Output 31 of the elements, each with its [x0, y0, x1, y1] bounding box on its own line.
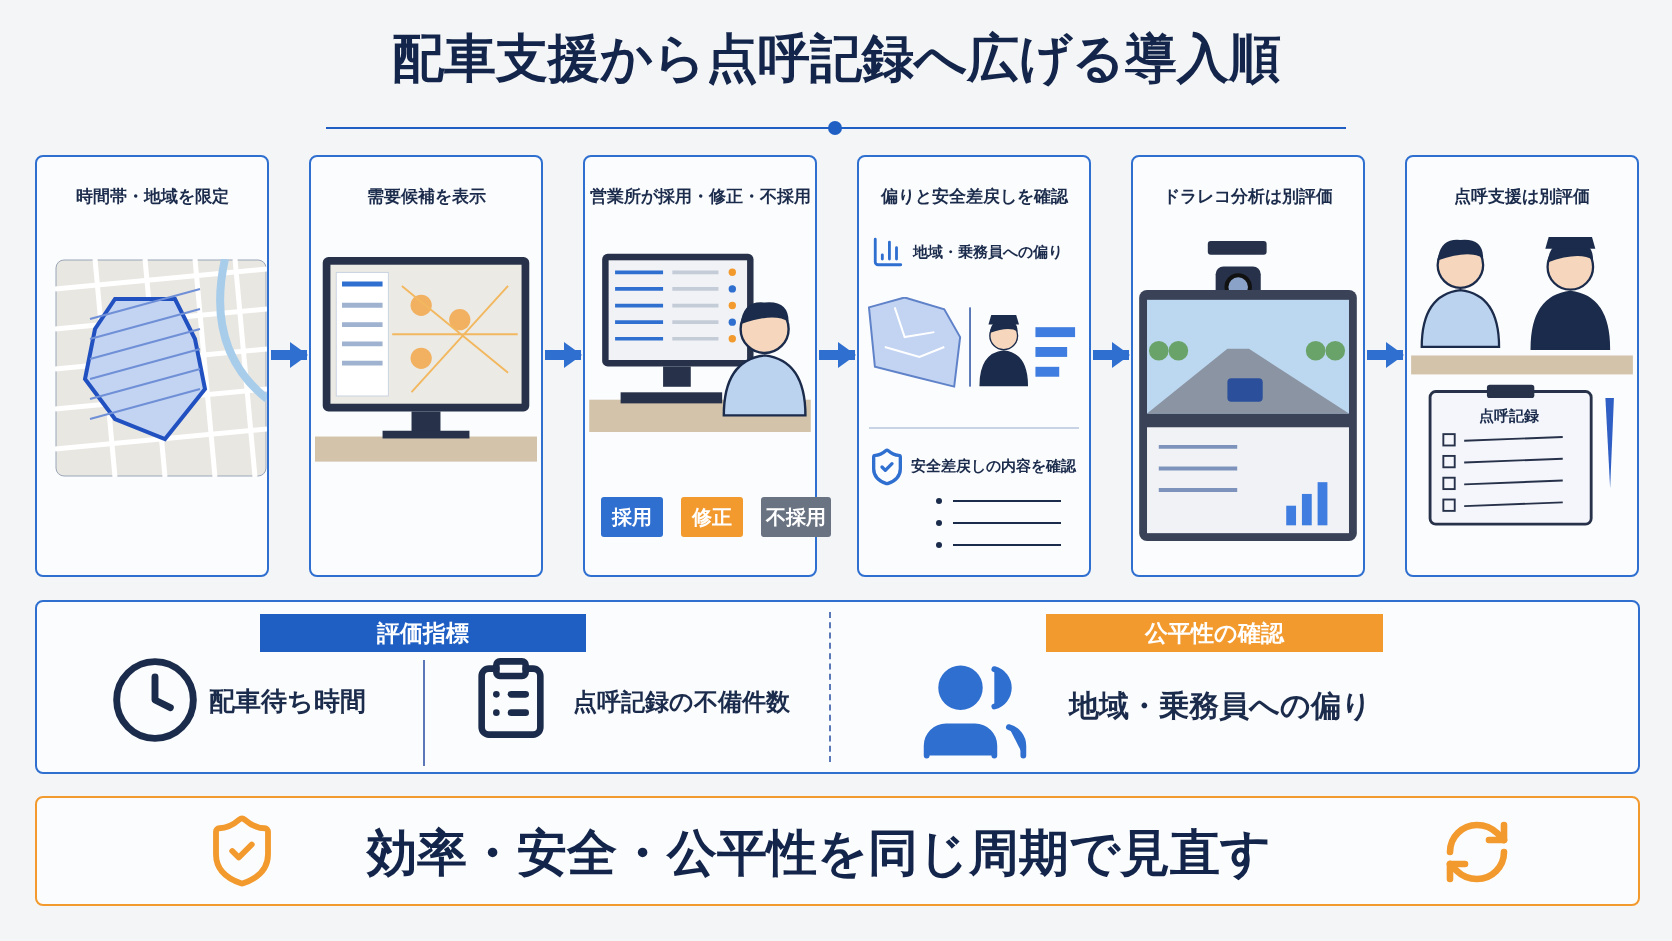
step-heading: 営業所が採用・修正・不採用 [588, 185, 812, 208]
choice-button: 修正 [681, 497, 743, 537]
step-heading: 偏りと安全差戻しを確認 [879, 185, 1070, 208]
clipboard-title: 点呼記録 [1479, 407, 1539, 426]
step-panel [1131, 155, 1365, 577]
step-panel [309, 155, 543, 577]
step-heading: 点呼支援は別評価 [1453, 185, 1591, 208]
step-panel [1405, 155, 1639, 577]
evaluation-panel [35, 600, 1640, 774]
fairness-label: 地域・乗務員への偏り [1069, 687, 1372, 725]
flow-arrow [271, 342, 308, 368]
summary-banner [35, 796, 1640, 906]
diagram-title: 配車支援から点呼記録へ広げる導入順 [390, 27, 1282, 90]
section-badge: 公平性の確認 [1046, 614, 1383, 652]
section-badge: 評価指標 [260, 614, 586, 652]
step-panel [35, 155, 269, 577]
flow-arrow [1093, 342, 1130, 368]
step-heading: 時間帯・地域を限定 [74, 185, 230, 208]
choice-button: 採用 [601, 497, 663, 537]
step-heading: ドラレコ分析は別評価 [1162, 185, 1334, 208]
step-panel [857, 155, 1091, 577]
step-heading: 需要候補を表示 [365, 185, 487, 208]
summary-text: 効率・安全・公平性を同じ周期で見直す [367, 823, 1271, 884]
metric-label: 点呼記録の不備件数 [573, 687, 790, 718]
flow-arrow [1367, 342, 1404, 368]
metric-label: 配車待ち時間 [209, 685, 366, 718]
check-caption: 安全差戻しの内容を確認 [911, 457, 1076, 476]
choice-button: 不採用 [761, 497, 831, 537]
chart-caption: 地域・乗務員への偏り [913, 243, 1063, 262]
flow-arrow [545, 342, 582, 368]
flow-arrow [819, 342, 856, 368]
